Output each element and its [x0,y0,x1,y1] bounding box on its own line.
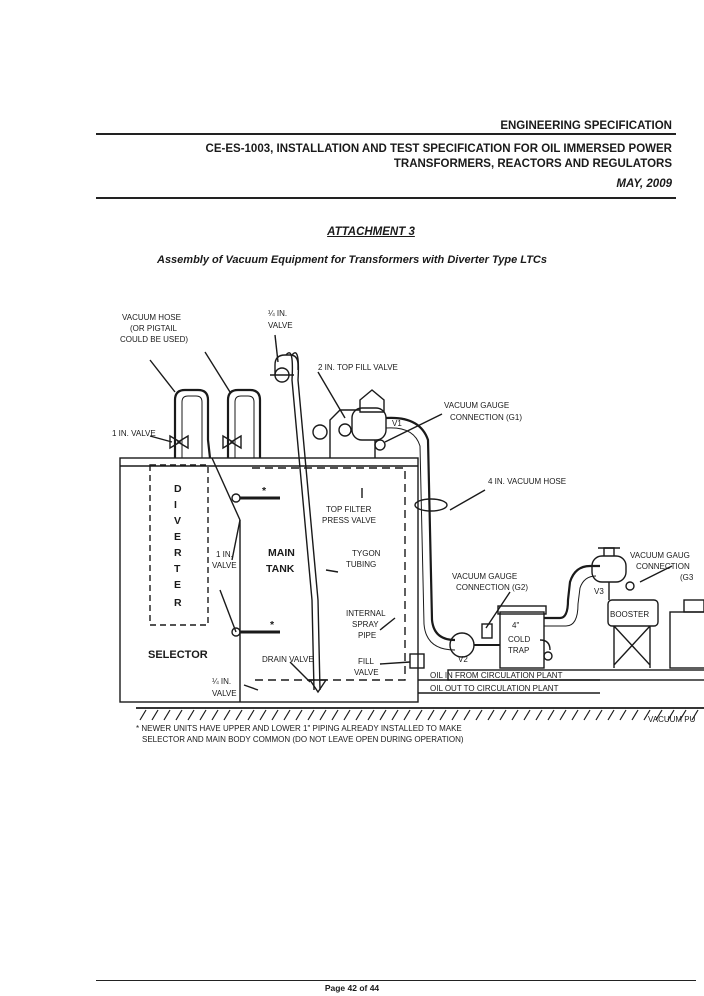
label-main: MAIN [268,547,295,559]
label-quarter-valve-2: VALVE [268,321,293,330]
footnote-line1: * NEWER UNITS HAVE UPPER AND LOWER 1" PI… [136,724,462,733]
vacuum-assembly-diagram: VACUUM HOSE (OR PIGTAIL COULD BE USED) ¼… [112,309,704,724]
doc-date: MAY, 2009 [616,178,672,190]
label-spray-2: SPRAY [352,620,379,629]
pigtail-hose-2 [226,388,262,458]
label-top-fill: 2 IN. TOP FILL VALVE [318,363,398,372]
subtitle: Assembly of Vacuum Equipment for Transfo… [157,254,547,266]
ground-hatching [139,709,699,721]
vacuum-pump [669,611,704,669]
label-quarter-valve-1: ¼ IN. [268,309,287,318]
footer-rule [96,980,696,981]
label-vacuum-hose-1: VACUUM HOSE [122,313,181,322]
label-cold-2: COLD [508,635,530,644]
label-drain-valve: DRAIN VALVE [262,655,314,664]
label-booster: BOOSTER [610,610,649,619]
doc-title-line2: TRANSFORMERS, REACTORS AND REGULATORS [393,158,672,170]
doc-id: CE-ES-1003, [205,143,274,155]
tygon-tubing [291,352,321,691]
drain-valve [308,679,328,694]
label-quarter-bottom-2: VALVE [212,689,237,698]
transformer-body [119,457,419,703]
header-bottom-rule [96,197,676,199]
label-vacuum-pump: VACUUM PU [648,715,696,724]
label-v1: V1 [392,419,402,428]
label-fill-1: FILL [358,657,375,666]
svg-text:R: R [174,547,182,559]
label-vacuum-hose-3: COULD BE USED) [120,335,188,344]
label-tygon-2: TUBING [346,560,376,569]
gauge-g2 [481,623,493,639]
fill-valve [409,653,425,669]
top-fill-valve [338,423,352,437]
doc-type: ENGINEERING SPECIFICATION [500,120,672,132]
label-gauge-g2-1: VACUUM GAUGE [452,572,517,581]
label-four-in-hose: 4 IN. VACUUM HOSE [488,477,566,486]
label-spray-3: PIPE [358,631,376,640]
label-one-in-2: VALVE [212,561,237,570]
v3-valve [591,555,627,583]
gauge-g3 [625,581,635,591]
v1-valve-body [351,407,387,441]
booster-hose [544,564,600,620]
label-cold-3: TRAP [508,646,529,655]
label-gauge-g3-3: (G3 [680,573,694,582]
label-one-in-1: 1 IN. [216,550,233,559]
svg-text:T: T [174,563,181,575]
pigtail-hose-1 [173,388,212,459]
diverter-letters: D I V E R T E R [174,483,182,609]
label-gauge-g3-1: VACUUM GAUG [630,551,690,560]
gauge-g1 [374,439,386,451]
label-one-in-valve: 1 IN. VALVE [112,429,156,438]
label-quarter-bottom-1: ¼ IN. [212,677,231,686]
label-top-filter-2: PRESS VALVE [322,516,376,525]
label-tygon-1: TYGON [352,549,381,558]
label-spray-1: INTERNAL [346,609,386,618]
diverter-compartment [149,464,209,626]
attachment-title: ATTACHMENT 3 [327,226,415,238]
label-oil-out: OIL OUT TO CIRCULATION PLANT [430,684,559,693]
svg-text:E: E [174,531,181,543]
label-selector: SELECTOR [148,649,208,661]
hose-callout-ellipse [414,498,448,512]
svg-text:R: R [174,597,182,609]
label-oil-in: OIL IN FROM CIRCULATION PLANT [430,671,563,680]
label-vacuum-hose-2: (OR PIGTAIL [130,324,178,333]
svg-text:V: V [174,515,181,527]
label-gauge-g1-1: VACUUM GAUGE [444,401,509,410]
v2-valve [449,632,475,658]
svg-text:E: E [174,579,181,591]
one-in-valve-2 [222,434,242,450]
booster-pump [607,599,659,627]
doc-title-line1: CE-ES-1003, INSTALLATION AND TEST SPECIF… [206,143,672,155]
compartment-divider [211,457,241,521]
footnote: * NEWER UNITS HAVE UPPER AND LOWER 1" PI… [136,723,464,745]
one-in-valve-1 [169,434,189,450]
star-marker-bottom: * [270,619,275,631]
label-gauge-g3-2: CONNECTION [636,562,690,571]
label-fill-2: VALVE [354,668,379,677]
star-marker-top: * [262,485,267,497]
label-gauge-g2-2: CONNECTION (G2) [456,583,528,592]
label-v3: V3 [594,587,604,596]
label-v2: V2 [458,655,468,664]
label-gauge-g1-2: CONNECTION (G1) [450,413,522,422]
svg-text:I: I [174,499,177,511]
doc-title-1: INSTALLATION AND TEST SPECIFICATION FOR … [276,143,672,155]
footnote-line2: SELECTOR AND MAIN BODY COMMON (DO NOT LE… [142,735,464,744]
header-top-rule [96,133,676,135]
label-tank: TANK [266,563,295,575]
svg-text:D: D [174,483,182,495]
label-cold-1: 4" [512,621,519,630]
label-top-filter-1: TOP FILTER [326,505,372,514]
page-number: Page 42 of 44 [324,983,380,993]
four-in-vacuum-hose [385,416,456,642]
